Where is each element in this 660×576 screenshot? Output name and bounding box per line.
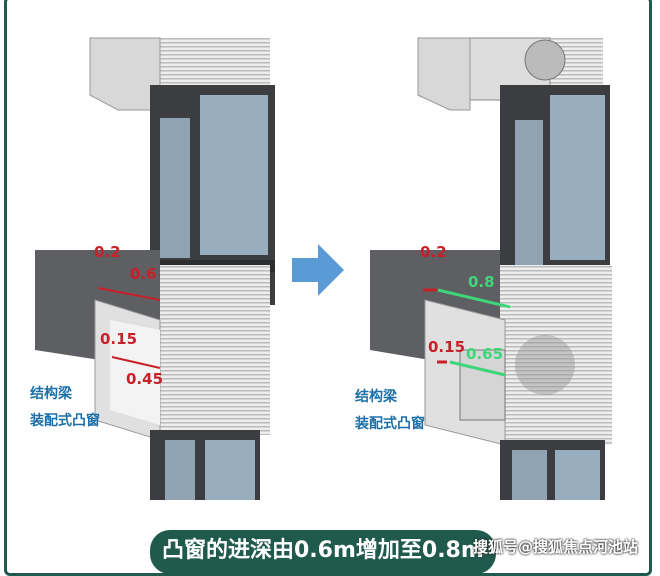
left-building [35,37,275,500]
right-building [370,37,612,500]
watermark: 搜狐号@搜狐焦点河池站 [473,538,639,556]
left-dim-beam-bottom: 0.15 [100,330,138,348]
right-arrow-icon [292,244,344,296]
left-dim-beam-top: 0.2 [94,243,121,261]
left-label-prefab-bay-window: 装配式凸窗 [30,413,100,429]
left-dim-depth-top: 0.6 [130,265,157,283]
right-dim-beam-top: 0.2 [420,243,447,261]
right-dim-depth-top: 0.8 [468,273,495,291]
right-dim-beam-bottom: 0.15 [428,338,466,356]
left-label-structural-beam: 结构梁 [30,386,72,402]
diagram-drawing [35,37,612,500]
caption-banner: 凸窗的进深由0.6m增加至0.8m [150,530,496,574]
right-label-structural-beam: 结构梁 [355,389,397,405]
right-label-prefab-bay-window: 装配式凸窗 [355,416,425,432]
right-dim-depth-bottom: 0.65 [466,345,504,363]
left-dim-depth-bottom: 0.45 [126,370,164,388]
